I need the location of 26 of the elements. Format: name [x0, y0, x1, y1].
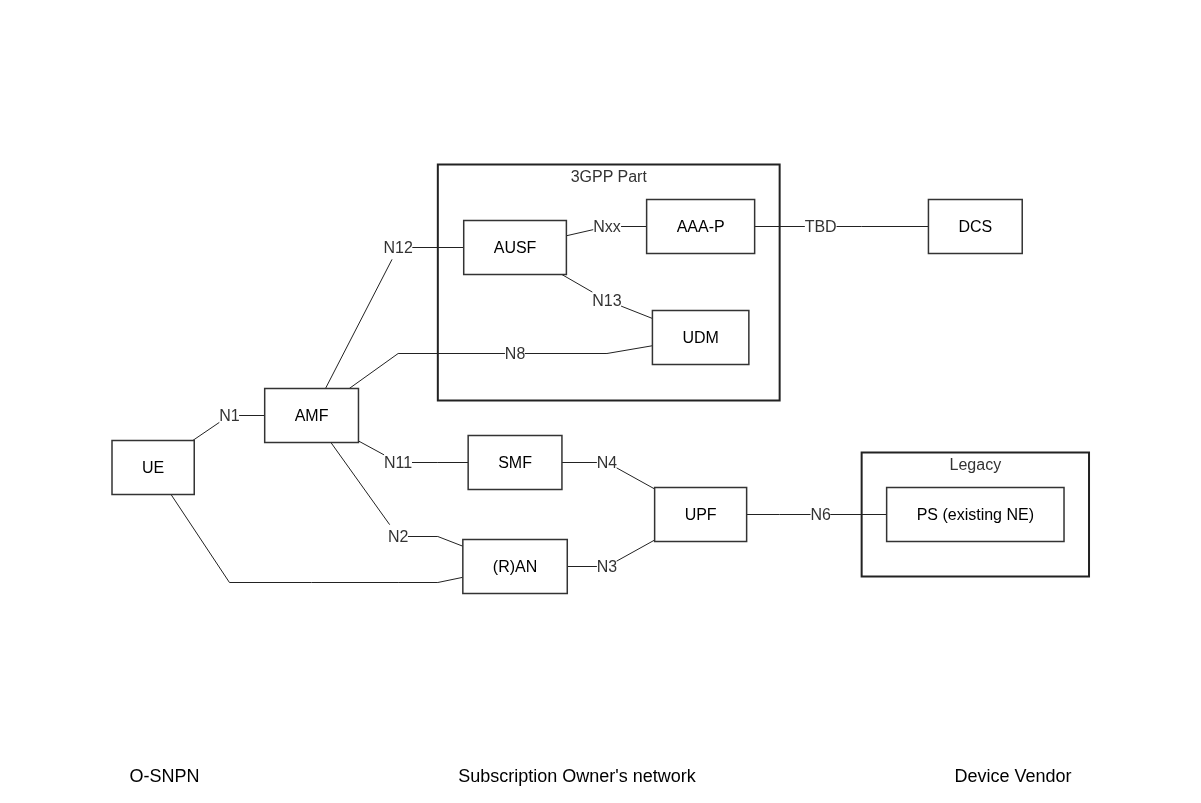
edge-label: N12	[383, 238, 413, 256]
node-box: UPF	[653, 486, 748, 543]
edge-label: N8	[504, 344, 526, 362]
edge-label: N1	[219, 406, 240, 424]
region-label: Device Vendor	[954, 766, 1072, 787]
node-box: AUSF	[462, 219, 568, 276]
connector	[561, 274, 653, 319]
connector	[348, 345, 653, 389]
edge-label: N3	[596, 557, 618, 575]
region-label: Subscription Owner's network	[458, 766, 696, 787]
edge-label: N6	[810, 505, 831, 523]
node-box: UE	[111, 439, 195, 496]
edge-label: N2	[387, 527, 409, 545]
edge-label: N13	[592, 291, 622, 309]
node-box: AMF	[263, 387, 360, 444]
edge-label: N4	[596, 453, 618, 471]
edge-label: Nxx	[593, 217, 621, 235]
region-label: O-SNPN	[129, 766, 200, 787]
node-box: DCS	[927, 198, 1023, 255]
node-box: (R)AN	[462, 538, 568, 595]
node-box: UDM	[651, 309, 750, 366]
node-box: AAA-P	[645, 198, 756, 255]
node-box: SMF	[467, 434, 563, 491]
node-box: PS (existing NE)	[885, 486, 1065, 543]
edge-label: N11	[384, 453, 413, 471]
edge-label: TBD	[804, 217, 837, 235]
